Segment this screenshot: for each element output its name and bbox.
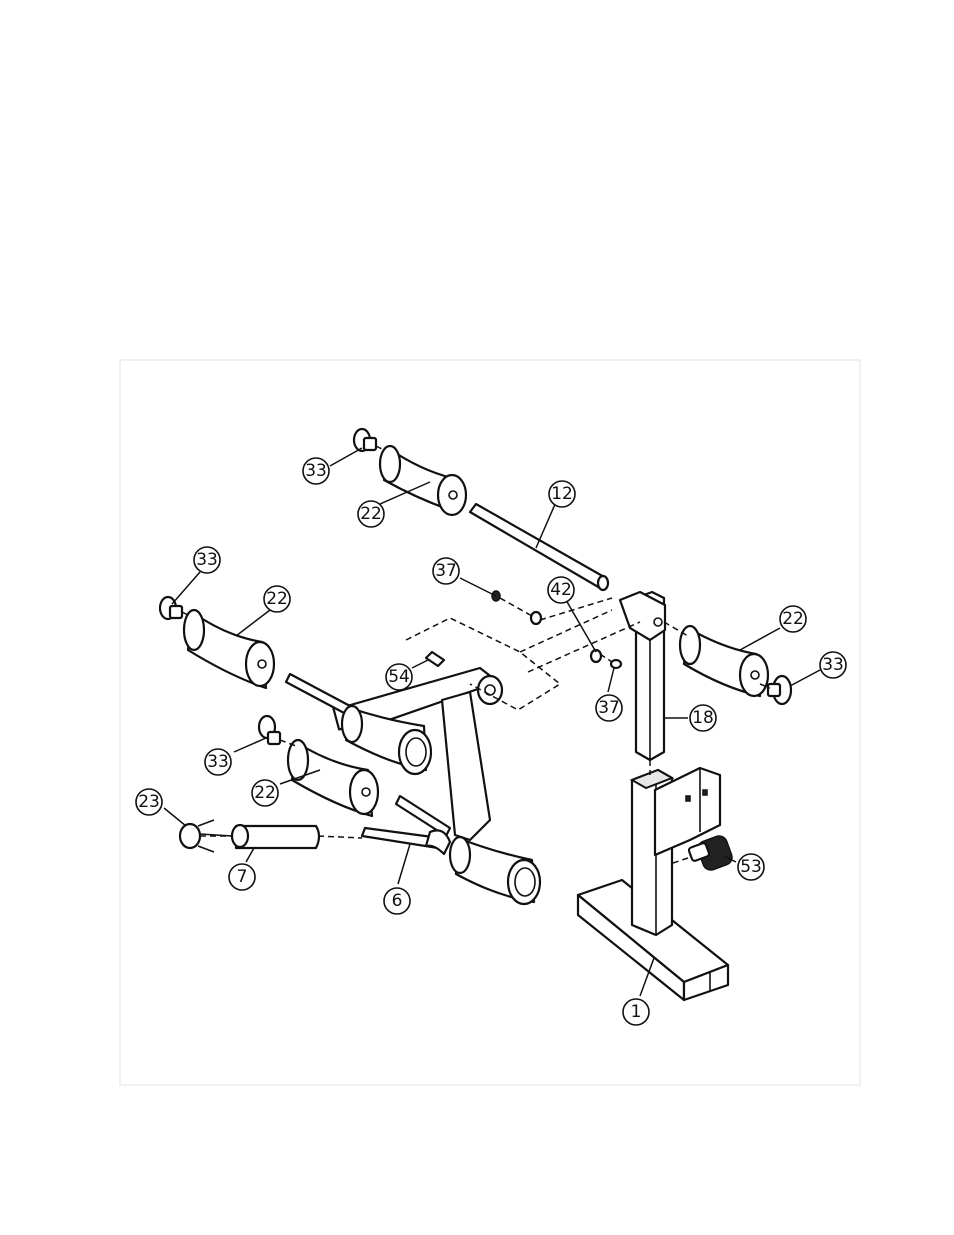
shaft-upper-left — [286, 674, 350, 714]
svg-text:54: 54 — [388, 667, 410, 687]
callout-53: 53 — [738, 854, 764, 880]
roller-pad-top — [380, 446, 466, 515]
svg-text:1: 1 — [631, 1002, 642, 1022]
foam-tube-7 — [232, 825, 319, 848]
svg-text:42: 42 — [550, 580, 572, 600]
shaft-12 — [470, 504, 608, 590]
roller-pad-right — [680, 626, 768, 696]
callout-22-left: 22 — [264, 586, 290, 612]
svg-text:33: 33 — [305, 461, 327, 481]
svg-text:18: 18 — [692, 708, 714, 728]
svg-text:22: 22 — [360, 504, 382, 524]
callout-33-right: 33 — [820, 652, 846, 678]
svg-text:22: 22 — [782, 609, 804, 629]
callout-22-mid: 22 — [252, 780, 278, 806]
callout-7: 7 — [229, 864, 255, 890]
svg-text:37: 37 — [435, 561, 457, 581]
callout-1: 1 — [623, 999, 649, 1025]
svg-text:33: 33 — [207, 752, 229, 772]
bolt-37-lower — [611, 660, 621, 668]
svg-text:33: 33 — [196, 550, 218, 570]
collar-33-top — [354, 429, 376, 451]
callout-37-lower: 37 — [596, 695, 622, 721]
callout-37-upper: 37 — [433, 558, 459, 584]
callout-18: 18 — [690, 705, 716, 731]
collar-33-left — [160, 597, 182, 619]
callout-42: 42 — [548, 577, 574, 603]
roller-pad-left — [184, 610, 274, 688]
roller-pad-bottom — [450, 837, 540, 904]
svg-text:37: 37 — [598, 698, 620, 718]
svg-text:53: 53 — [740, 857, 762, 877]
callout-12: 12 — [549, 481, 575, 507]
callout-6: 6 — [384, 888, 410, 914]
svg-text:22: 22 — [254, 783, 276, 803]
svg-text:6: 6 — [392, 891, 403, 911]
callout-22-right: 22 — [780, 606, 806, 632]
callout-54: 54 — [386, 664, 412, 690]
cap-33-right — [768, 676, 791, 704]
callout-33-top: 33 — [303, 458, 329, 484]
callout-23: 23 — [136, 789, 162, 815]
svg-text:22: 22 — [266, 589, 288, 609]
scan-frame — [120, 360, 860, 1085]
svg-text:7: 7 — [237, 867, 248, 887]
svg-text:12: 12 — [551, 484, 573, 504]
callout-33-mid: 33 — [205, 749, 231, 775]
roller-pad-mid — [288, 740, 378, 816]
pin-54 — [426, 652, 444, 666]
callout-33-left: 33 — [194, 547, 220, 573]
callout-22-top: 22 — [358, 501, 384, 527]
svg-text:33: 33 — [822, 655, 844, 675]
svg-text:23: 23 — [138, 792, 160, 812]
